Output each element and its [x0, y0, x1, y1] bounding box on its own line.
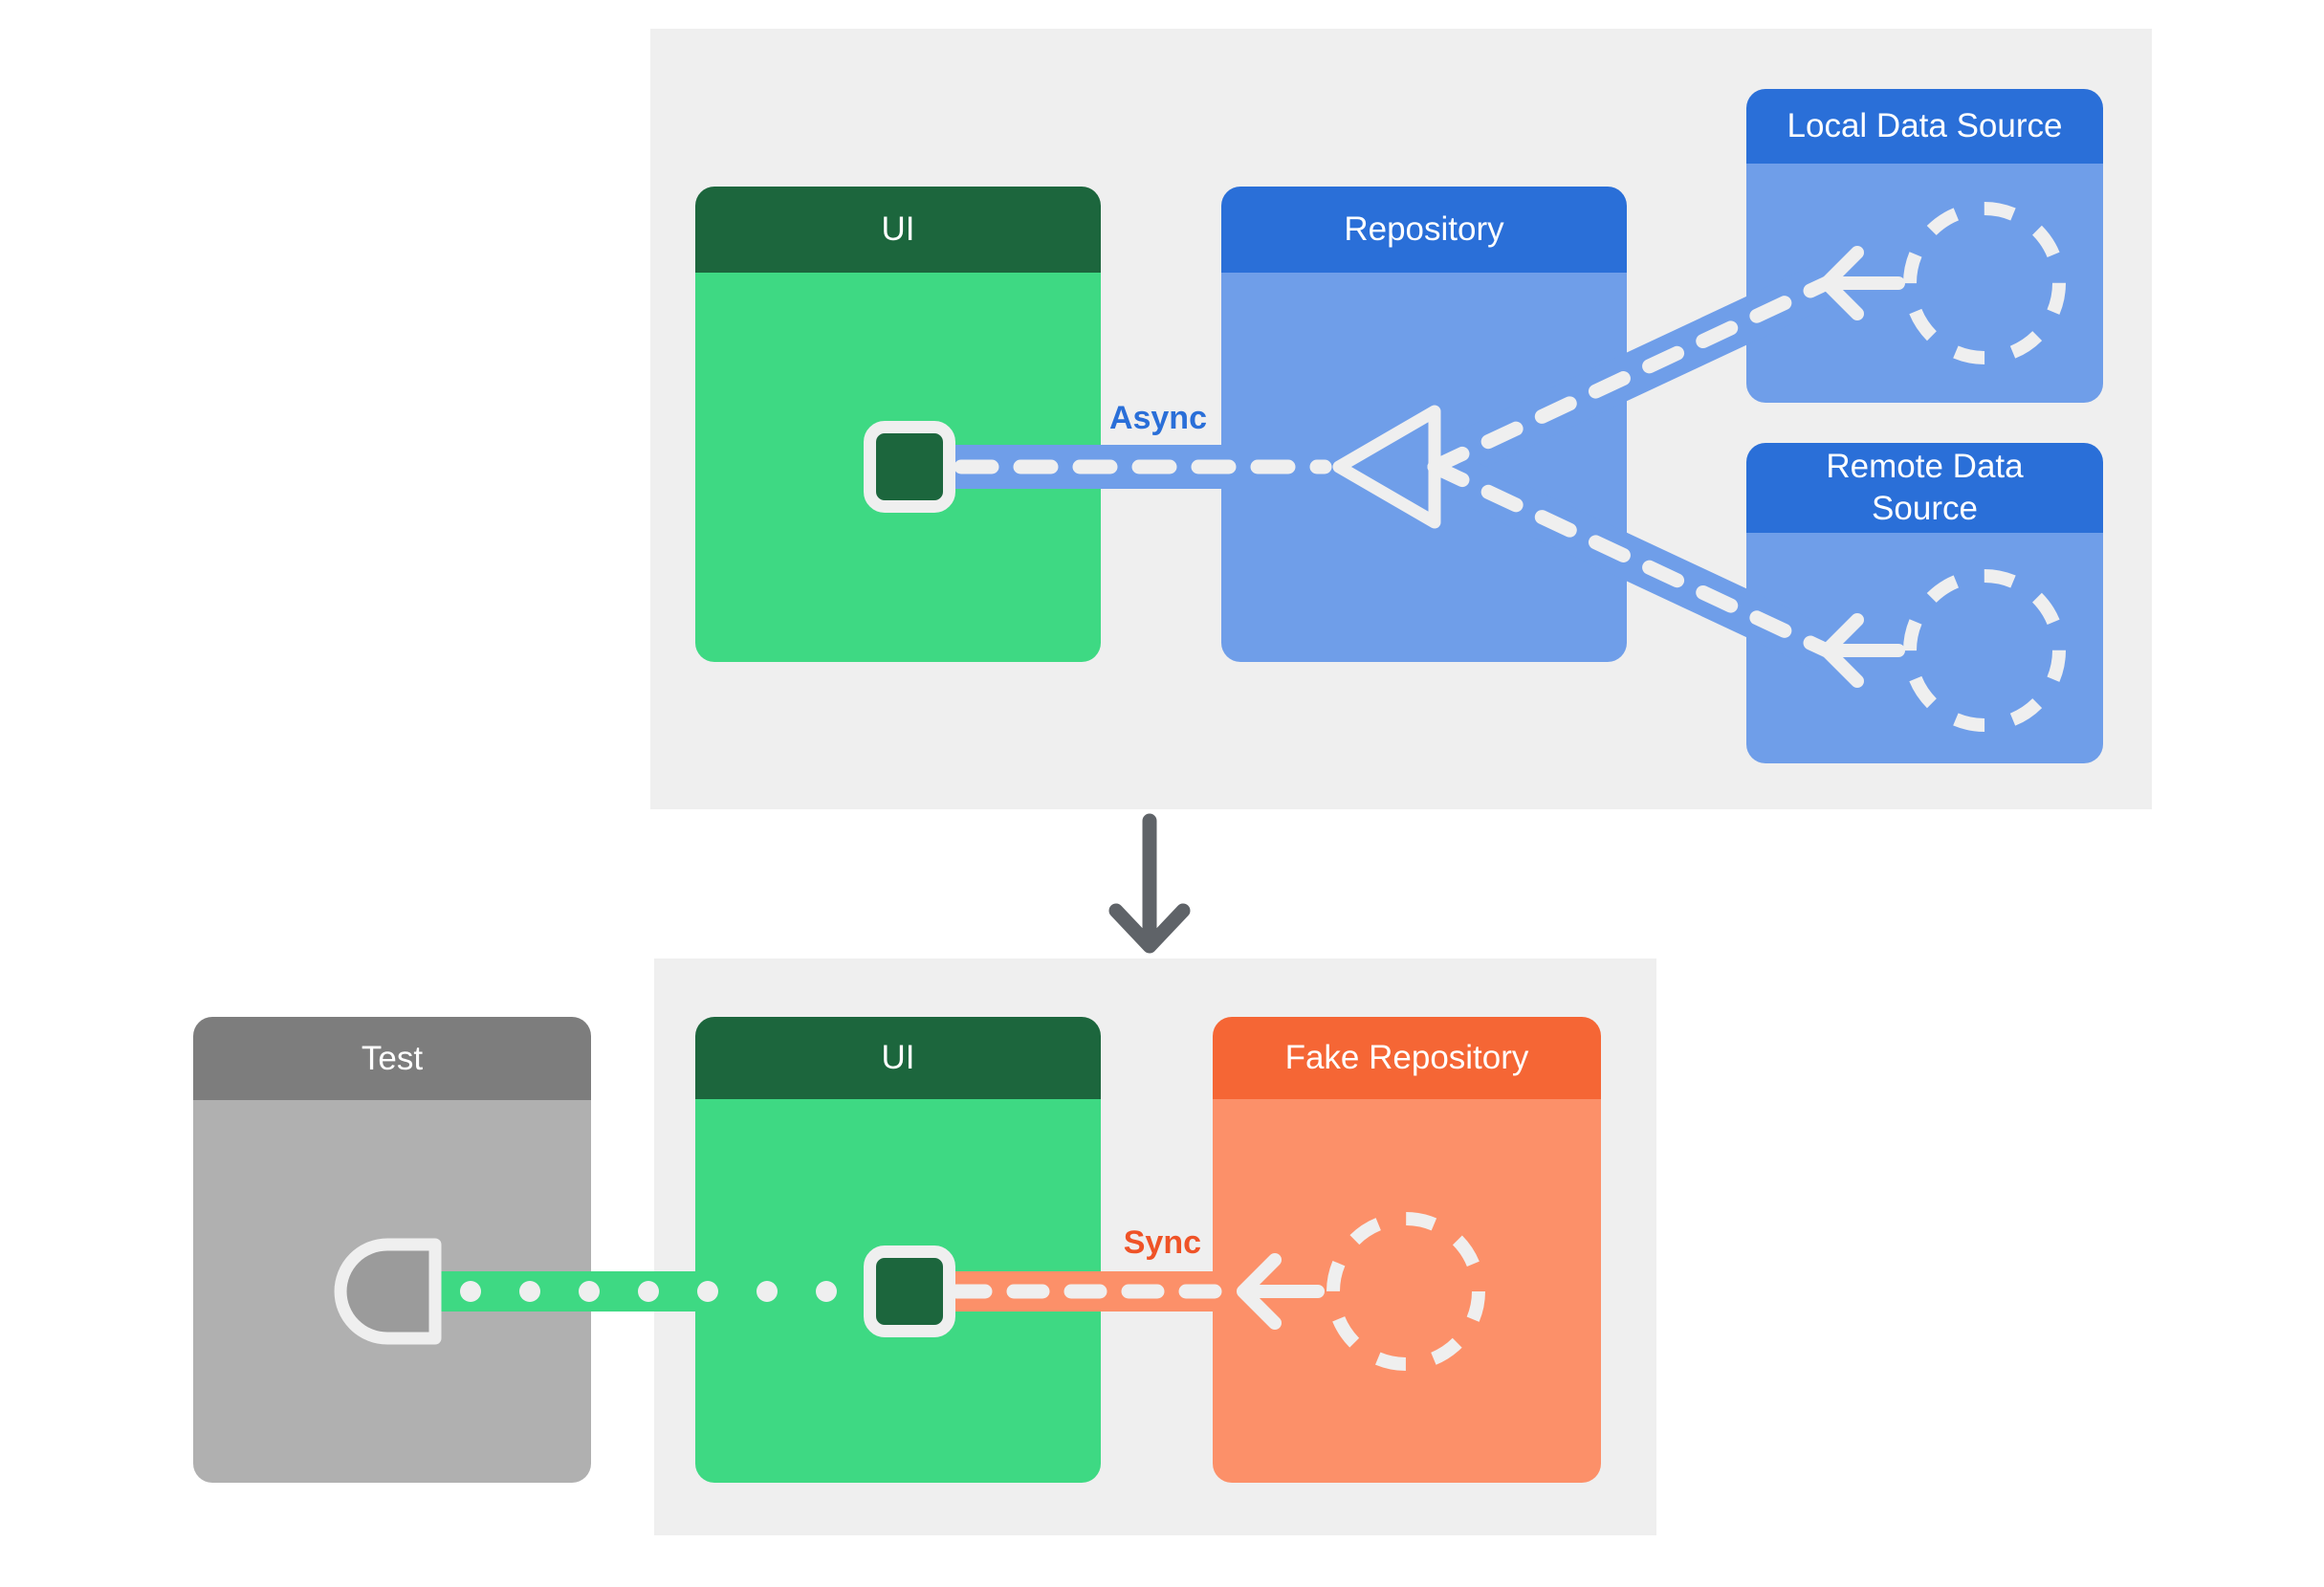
- test-card: Test: [193, 1017, 591, 1483]
- fake-repository-title: Fake Repository: [1213, 1017, 1601, 1099]
- local-data-source-body: [1746, 164, 2103, 403]
- repository-card-body: [1221, 273, 1627, 662]
- test-card-title: Test: [193, 1017, 591, 1100]
- sync-label: Sync: [1123, 1224, 1201, 1261]
- ui-state-square-icon: [864, 421, 955, 513]
- remote-data-source-title: Remote Data Source: [1746, 443, 2103, 533]
- local-data-source-card: Local Data Source: [1746, 89, 2103, 403]
- fake-repository-body: [1213, 1099, 1601, 1483]
- fake-repository-card: Fake Repository: [1213, 1017, 1601, 1483]
- repository-card-title: Repository: [1221, 187, 1627, 273]
- remote-data-source-card: Remote Data Source: [1746, 443, 2103, 763]
- local-data-source-title: Local Data Source: [1746, 89, 2103, 164]
- test-card-body: [193, 1100, 591, 1483]
- ui-card-title: UI: [695, 187, 1101, 273]
- async-label: Async: [1108, 400, 1207, 436]
- ui-card-bottom-title: UI: [695, 1017, 1101, 1099]
- transition-arrow-art: [1108, 813, 1191, 954]
- down-arrow-icon: [1108, 813, 1191, 954]
- ui-state-square-bottom-icon: [864, 1245, 955, 1337]
- remote-data-source-body: [1746, 533, 2103, 763]
- repository-card: Repository: [1221, 187, 1627, 662]
